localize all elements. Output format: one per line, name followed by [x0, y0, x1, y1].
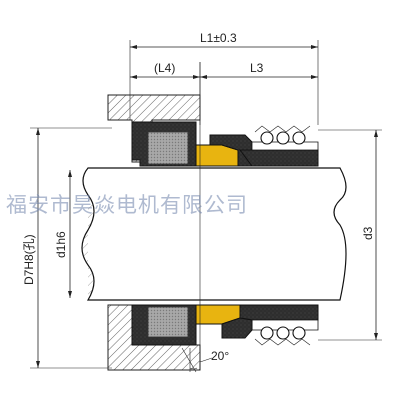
dimension-d7h8: D7H8(孔) [22, 127, 112, 369]
stationary-seat-top [131, 121, 197, 167]
stationary-seat-bottom [131, 304, 197, 346]
company-watermark: 福安市昊焱电机有限公司 [6, 194, 248, 217]
label-l4: (L4) [154, 61, 175, 75]
dimension-d1h6: d1h6 [54, 170, 72, 298]
label-angle: 20° [211, 349, 229, 363]
dimension-l4: (L4) [130, 61, 201, 125]
label-l3: L3 [250, 61, 264, 75]
spring-bottom [254, 326, 311, 346]
bellows-top [209, 134, 319, 167]
dimension-l1: L1±0.3 [129, 31, 319, 125]
label-d7h8: D7H8(孔) [22, 234, 36, 285]
angle-annotation: 20° [181, 347, 229, 373]
spring-top [254, 125, 311, 145]
label-d1h6: d1h6 [54, 231, 68, 258]
dimension-d3: d3 [318, 129, 382, 341]
shaft [81, 167, 347, 301]
label-l1: L1±0.3 [200, 31, 237, 45]
dimension-l3: L3 [200, 61, 318, 79]
label-d3: d3 [361, 226, 375, 240]
